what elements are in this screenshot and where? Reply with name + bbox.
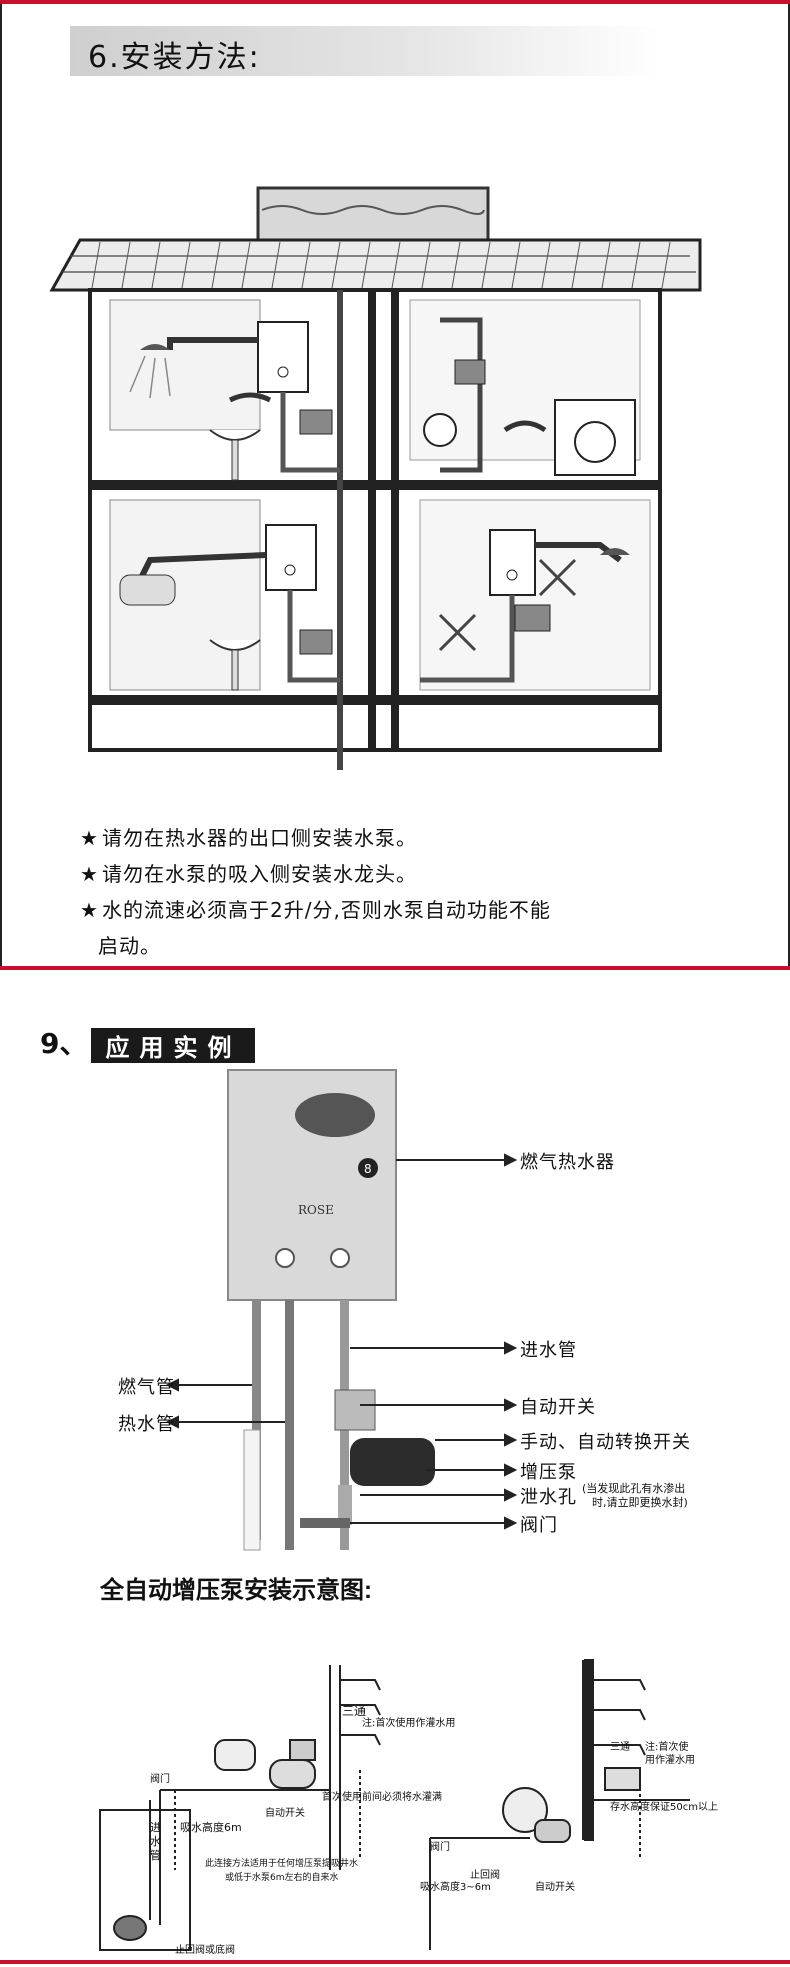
label-inlet-pipe: 进水管 bbox=[520, 1340, 577, 1361]
label-booster-pump: 增压泵 bbox=[520, 1462, 577, 1483]
label-valve: 阀门 bbox=[520, 1515, 558, 1536]
heater-upper-left bbox=[257, 321, 309, 393]
label-manual-auto-switch: 手动、自动转换开关 bbox=[520, 1432, 691, 1453]
note-2: ★请勿在水泵的吸入侧安装水龙头。 bbox=[80, 862, 417, 886]
right-note-2: 用作灌水用 bbox=[645, 1755, 695, 1766]
left-suction-height: 吸水高度6m bbox=[180, 1821, 242, 1834]
right-suction-height: 吸水高度3~6m bbox=[420, 1882, 491, 1893]
heater-badge: 8 bbox=[364, 1162, 372, 1176]
drain-note-line2: 时,请立即更换水封) bbox=[592, 1496, 688, 1509]
note-1: ★请勿在热水器的出口侧安装水泵。 bbox=[80, 826, 417, 850]
pump-lower-right bbox=[514, 604, 551, 632]
left-inlet-pipe-1: 进 bbox=[150, 1821, 161, 1834]
star-icon: ★ bbox=[80, 862, 99, 886]
pump-lower-left bbox=[299, 629, 333, 655]
heater-brand: ROSE bbox=[298, 1203, 334, 1217]
water-meter bbox=[423, 413, 457, 447]
drain-note-line1: (当发现此孔有水渗出 bbox=[582, 1482, 686, 1495]
star-icon: ★ bbox=[80, 898, 99, 922]
left-note: 注:首次使用作灌水用 bbox=[362, 1718, 456, 1729]
right-auto-switch: 自动开关 bbox=[535, 1882, 575, 1893]
cross-mark-icon bbox=[438, 558, 577, 652]
note-3: ★水的流速必须高于2升/分,否则水泵自动功能不能 bbox=[80, 898, 551, 922]
right-storage-height: 存水高度保证50cm以上 bbox=[610, 1802, 718, 1813]
label-drain-hole: 泄水孔 bbox=[520, 1487, 577, 1508]
right-check-valve: 止回阀 bbox=[470, 1870, 500, 1881]
pump-upper-right bbox=[454, 359, 486, 385]
label-auto-switch: 自动开关 bbox=[520, 1397, 596, 1418]
left-inlet-pipe-2: 水 bbox=[150, 1835, 161, 1848]
star-icon: ★ bbox=[80, 826, 99, 850]
section6-title: 6.安装方法: bbox=[88, 40, 261, 75]
left-caption-2: 或低于水泵6m左右的自来水 bbox=[225, 1873, 339, 1883]
valve-handle bbox=[300, 1518, 350, 1528]
gas-water-heater bbox=[227, 1069, 397, 1301]
section6-title-bar: 6.安装方法: bbox=[70, 26, 660, 76]
note-3-continued: 启动。 bbox=[98, 934, 161, 958]
booster-pump bbox=[350, 1438, 435, 1486]
label-gas-pipe: 燃气管 bbox=[118, 1377, 175, 1398]
heater-lower-right bbox=[489, 529, 536, 596]
installation-section bbox=[0, 0, 790, 970]
section-divider bbox=[0, 966, 790, 970]
left-schematic bbox=[99, 1665, 381, 1951]
left-caption-1: 此连接方法适用于任何增压泵提吸井水 bbox=[205, 1859, 359, 1869]
right-santong: 三通 bbox=[610, 1742, 630, 1753]
left-fill-note: 首次使用前间必须将水灌满 bbox=[322, 1792, 442, 1803]
bottom-red-divider bbox=[0, 1960, 790, 1964]
left-check-valve: 止回阀或底阀 bbox=[175, 1945, 235, 1956]
right-valve: 阀门 bbox=[430, 1842, 450, 1853]
top-red-divider bbox=[0, 0, 790, 4]
label-hot-water-pipe: 热水管 bbox=[118, 1414, 175, 1435]
section9-title: 9、应用实例 bbox=[40, 1022, 256, 1063]
right-note-1: 注:首次使 bbox=[645, 1742, 689, 1753]
left-auto-switch: 自动开关 bbox=[265, 1808, 305, 1819]
auto-switch-fitting bbox=[334, 1389, 376, 1431]
house-installation-illustration bbox=[49, 186, 702, 770]
left-valve: 阀门 bbox=[150, 1774, 170, 1785]
washing-machine bbox=[554, 399, 636, 476]
left-santong: 三通 bbox=[342, 1704, 367, 1718]
left-inlet-pipe-3: 管 bbox=[150, 1849, 161, 1862]
pump-upper-left bbox=[299, 409, 333, 435]
label-gas-heater: 燃气热水器 bbox=[520, 1152, 615, 1173]
heater-lower-left bbox=[265, 524, 317, 591]
schematic-title: 全自动增压泵安装示意图: bbox=[100, 1577, 372, 1604]
